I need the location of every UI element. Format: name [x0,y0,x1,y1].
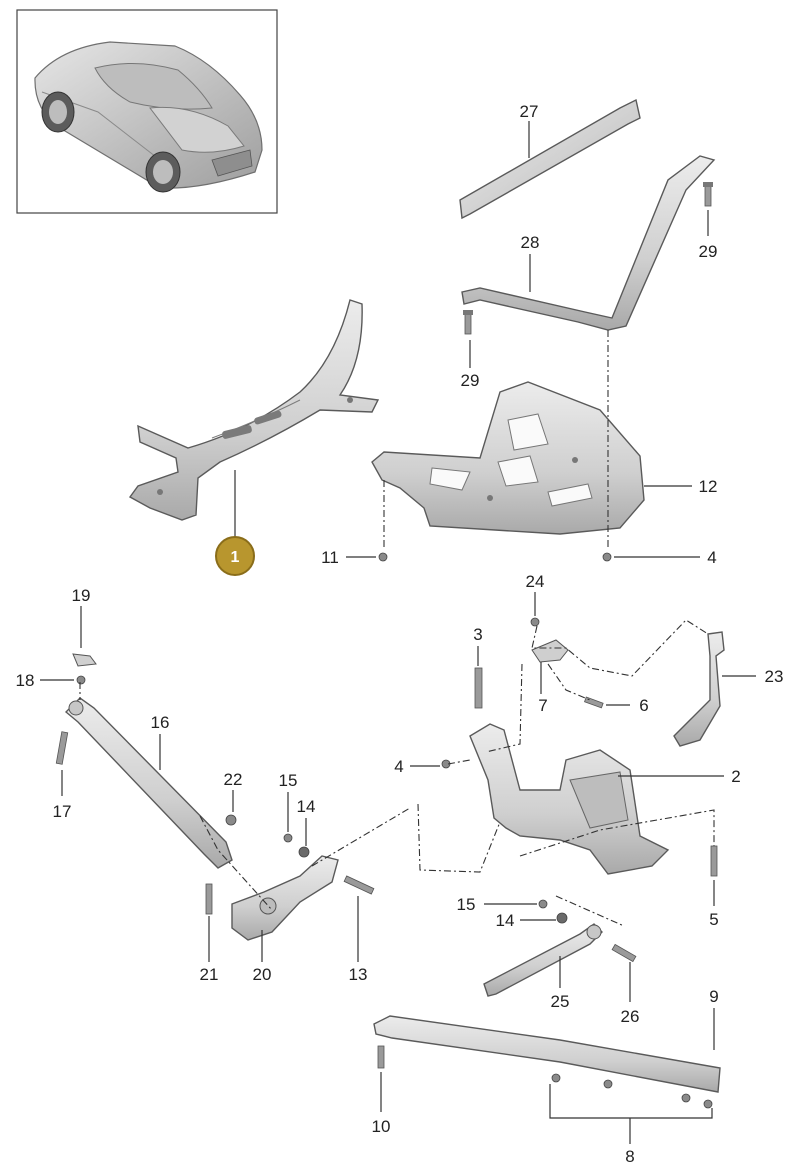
callout-29-upper[interactable]: 29 [699,242,718,261]
callout-4-lower[interactable]: 4 [394,757,403,776]
callout-17[interactable]: 17 [53,802,72,821]
car-image [34,41,263,193]
callout-labels: 27 28 29 29 12 11 4 19 18 16 17 22 15 14… [16,102,784,1166]
callout-10[interactable]: 10 [372,1117,391,1136]
callout-11[interactable]: 11 [321,548,339,567]
part-wishbone-20 [231,855,339,941]
callout-26[interactable]: 26 [621,1007,640,1026]
assembly-lines [79,330,715,927]
callout-23[interactable]: 23 [765,667,784,686]
callout-14-left[interactable]: 14 [297,797,316,816]
vehicle-thumbnail [16,9,278,214]
bolt-13 [343,875,375,895]
callout-14-right[interactable]: 14 [496,911,515,930]
bolt-6 [584,696,604,709]
callout-15-left[interactable]: 15 [279,771,298,790]
callout-20[interactable]: 20 [253,965,272,984]
callout-15-right[interactable]: 15 [457,895,476,914]
callout-27[interactable]: 27 [520,102,539,121]
callout-22[interactable]: 22 [224,770,243,789]
washer-14-left [298,846,310,858]
bolt-29-upper [703,182,713,207]
bolt-17 [55,731,69,765]
nut-18 [76,675,86,685]
part-sensor-linkage-23 [673,631,725,747]
callout-24[interactable]: 24 [526,572,545,591]
washer-15-left [283,833,293,843]
washer-15-right [538,899,548,909]
callout-6[interactable]: 6 [639,696,648,715]
bracket-19 [72,653,97,667]
bolt-3 [474,667,483,709]
callout-3[interactable]: 3 [473,625,482,644]
leader-lines [40,121,756,1144]
callout-18[interactable]: 18 [16,671,35,690]
callout-29-lower[interactable]: 29 [461,371,480,390]
bolt-24 [530,617,540,627]
callout-16[interactable]: 16 [151,713,170,732]
callout-7[interactable]: 7 [538,696,547,715]
callout-badge-1-label: 1 [231,549,240,566]
part-crossmember [128,299,380,521]
bolt-10 [377,1045,385,1069]
part-carrier-2 [469,723,670,875]
washer-14-right [556,912,568,924]
callout-12[interactable]: 12 [699,477,718,496]
bolt-21 [205,883,213,915]
nuts-8 [551,1073,713,1109]
callout-badge-1[interactable]: 1 [215,536,255,576]
part-toe-link-25 [483,923,603,997]
callout-28[interactable]: 28 [521,233,540,252]
bolt-5 [710,845,718,877]
nut-22 [225,814,237,826]
nut-11 [378,552,388,562]
bracket-7 [531,639,569,663]
part-strut-brace-27 [459,98,641,220]
part-bracket-28 [461,155,716,331]
callout-13[interactable]: 13 [349,965,368,984]
callout-8[interactable]: 8 [625,1147,634,1166]
callout-5[interactable]: 5 [709,910,718,929]
bolt-26 [611,943,637,963]
part-rear-brace-9 [373,1015,721,1093]
callout-21[interactable]: 21 [200,965,219,984]
nut-4-upper [602,552,612,562]
part-skid-plate-12 [371,381,645,535]
part-trailing-arm-16 [64,697,233,869]
callout-2[interactable]: 2 [731,767,740,786]
bolt-29-lower [463,310,473,335]
callout-9[interactable]: 9 [709,987,718,1006]
callout-19[interactable]: 19 [72,586,91,605]
callout-25[interactable]: 25 [551,992,570,1011]
callout-4-upper[interactable]: 4 [707,548,716,567]
